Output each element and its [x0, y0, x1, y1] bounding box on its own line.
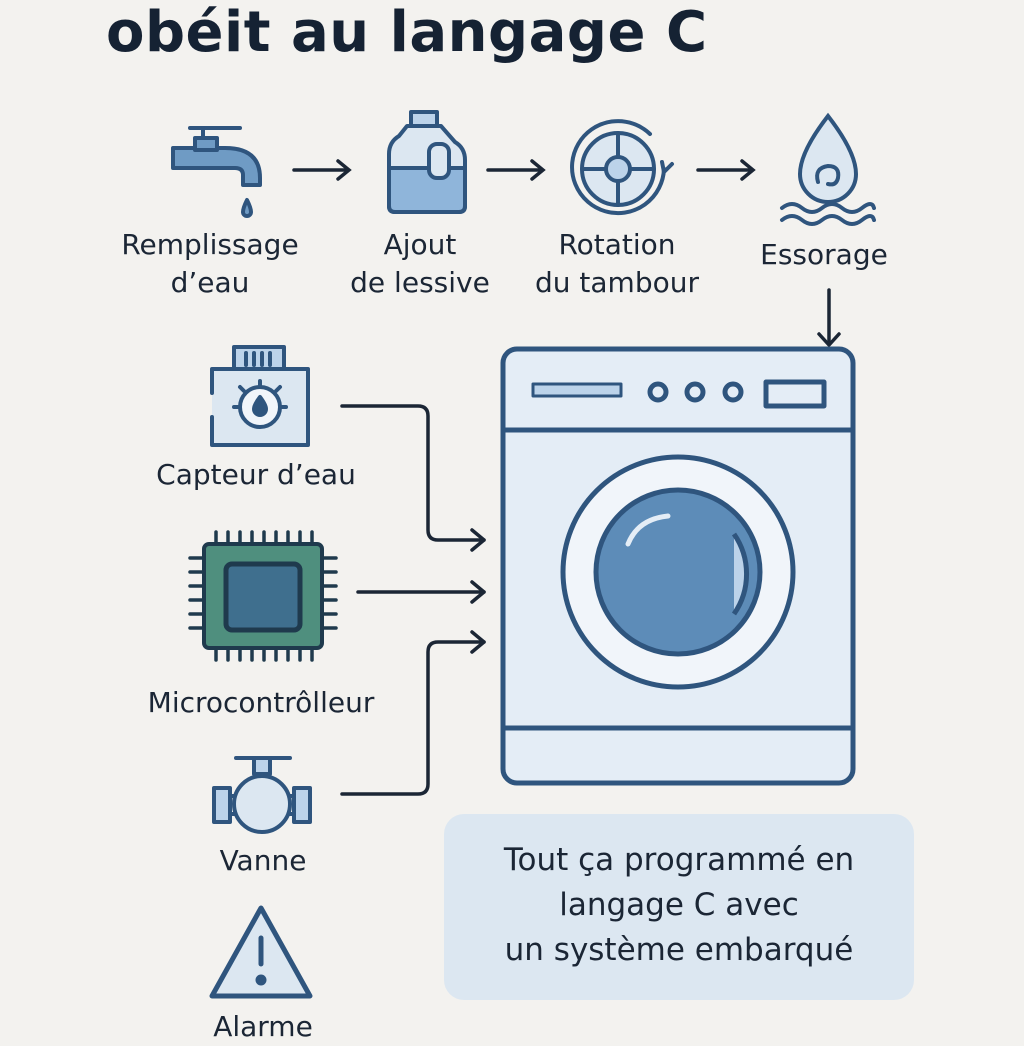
step-label-detergent: Ajout de lessive [350, 228, 490, 299]
valve-icon [212, 756, 312, 834]
component-label-alarm: Alarme [213, 1010, 313, 1043]
drum-rotation-icon [570, 119, 674, 216]
spin-water-icon [780, 112, 876, 226]
info-note-text: Tout ça programmé en langage C avec un s… [503, 842, 855, 968]
faucet-icon [171, 126, 262, 218]
component-label-microcontroller: Microcontrôlleur [147, 686, 375, 719]
step-label-filling: Remplissage d’eau [121, 228, 299, 299]
page-title: obéit au langage C [106, 0, 708, 65]
component-label-valve: Vanne [219, 844, 307, 877]
washing-machine-icon [500, 346, 856, 786]
info-note-box [444, 814, 914, 1000]
step-label-rotation: Rotation du tambour [535, 228, 699, 299]
flow-arrow-icon [292, 159, 352, 181]
water-sensor-icon [210, 345, 310, 447]
flow-arrow-icon [486, 159, 546, 181]
connector-lines [340, 288, 841, 796]
warning-triangle-icon [209, 905, 313, 999]
component-label-water-sensor: Capteur d’eau [156, 458, 356, 491]
step-label-spin: Essorage [760, 238, 888, 271]
flow-arrow-icon [696, 159, 756, 181]
detergent-bottle-icon [387, 110, 467, 214]
microcontroller-chip-icon [188, 530, 338, 662]
